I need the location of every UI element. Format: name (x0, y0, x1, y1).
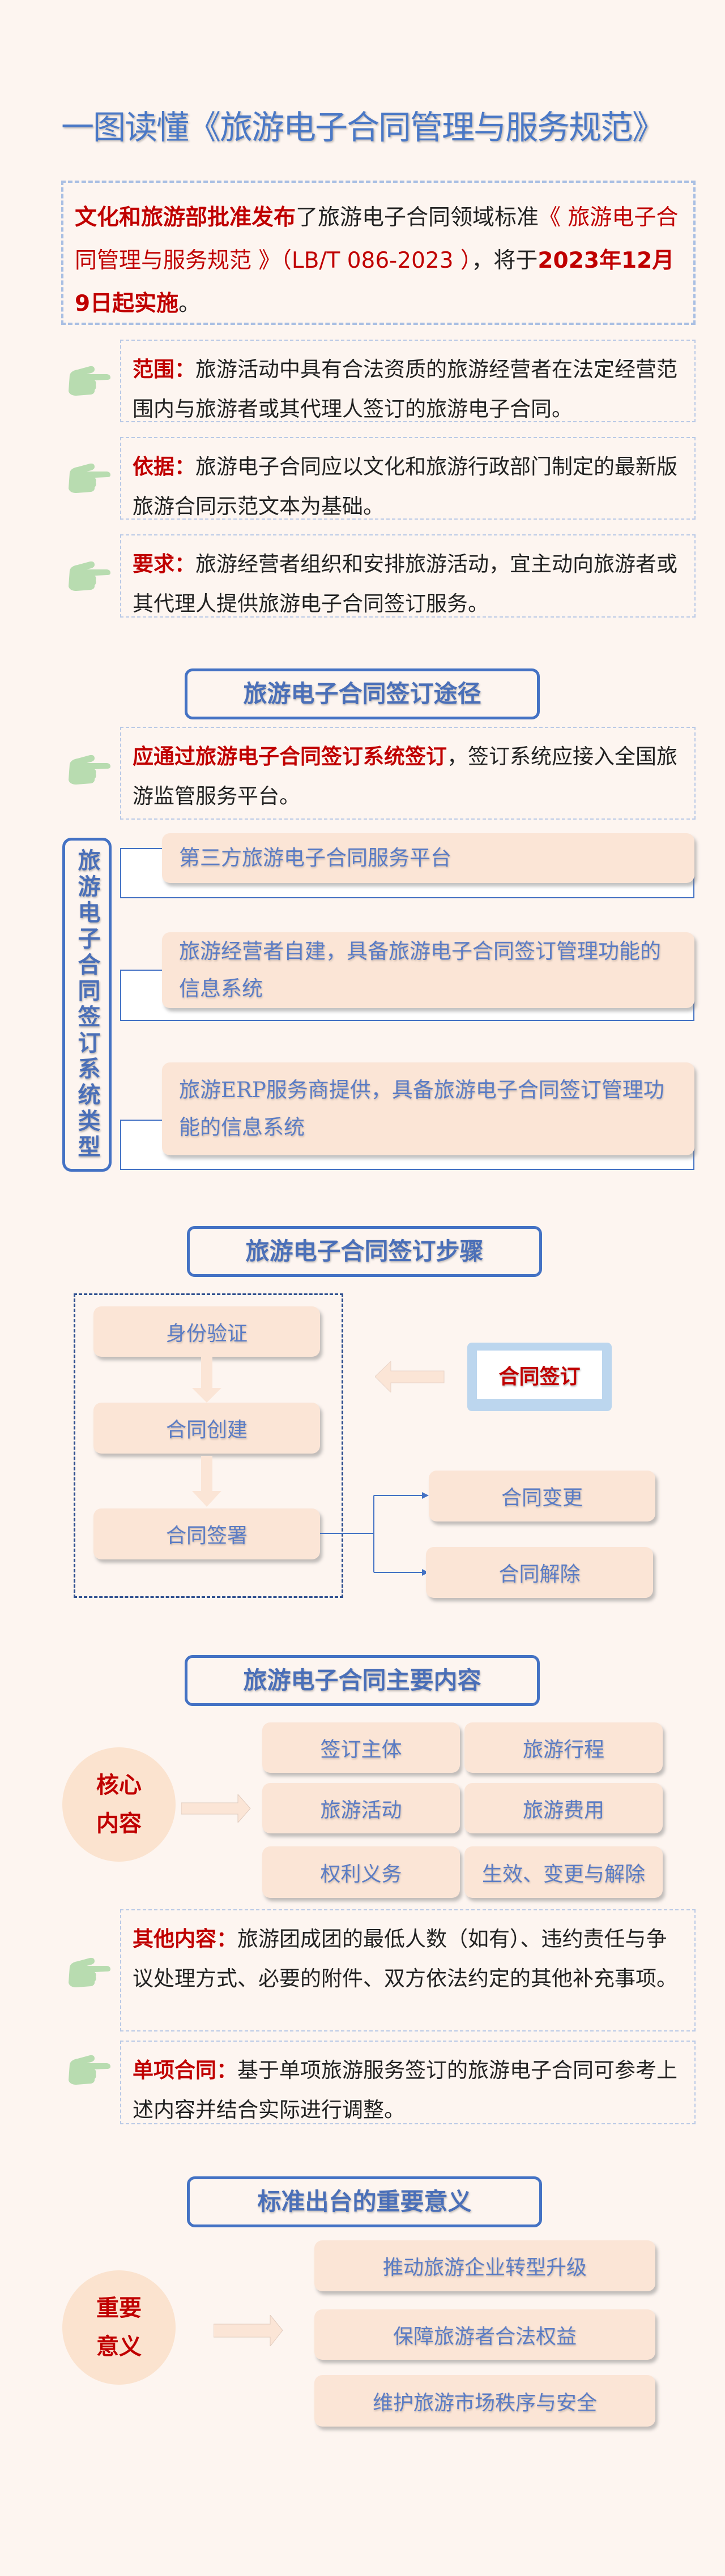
note-text: 基于单项旅游服务签订的旅游电子合同可参考上述内容并结合实际进行调整。 (133, 2058, 677, 2122)
device-label: 合同签订 (477, 1351, 602, 1399)
significance-item: 维护旅游市场秩序与安全 (314, 2375, 655, 2427)
step-sign: 合同签署 (93, 1508, 320, 1559)
core-item: 权利义务 (262, 1846, 460, 1898)
circle-label-line: 核心 (96, 1772, 142, 1798)
system-types-label: 旅游电子合同签订系统类型 (62, 838, 112, 1172)
note-text: 旅游电子合同应以文化和旅游行政部门制定的最新版旅游合同示范文本为基础。 (133, 455, 677, 518)
significance-circle: 重要 意义 (62, 2270, 176, 2385)
system-type-item: 旅游ERP服务商提供，具备旅游电子合同签订管理功能的信息系统 (162, 1062, 694, 1155)
note-channel: 应通过旅游电子合同签订系统签订，签订系统应接入全国旅游监管服务平台。 (120, 727, 696, 820)
intro-standard: 《 旅游电子合同管理与服务规范 》（LB/T 086-2023 ） (75, 205, 679, 273)
note-single-contract: 单项合同：基于单项旅游服务签订的旅游电子合同可参考上述内容并结合实际进行调整。 (120, 2041, 696, 2124)
significance-item: 推动旅游企业转型升级 (314, 2240, 655, 2291)
note-text: 旅游活动中具有合法资质的旅游经营者在法定经营范围内与旅游者或其代理人签订的旅游电… (133, 357, 677, 421)
note-label: 应通过旅游电子合同签订系统签订 (133, 744, 447, 769)
section-header-channels: 旅游电子合同签订途径 (185, 668, 540, 719)
arrow-right-icon (181, 1794, 251, 1823)
arrow-left-icon (375, 1361, 445, 1392)
core-item: 旅游费用 (464, 1783, 663, 1833)
note-scope: 范围：旅游活动中具有合法资质的旅游经营者在法定经营范围内与旅游者或其代理人签订的… (120, 340, 696, 422)
tablet-icon: 合同签订 (467, 1343, 612, 1411)
branch-change: 合同变更 (429, 1471, 655, 1521)
intro-mid: 了旅游电子合同领域标准 (296, 205, 539, 230)
pointing-hand-icon (65, 364, 110, 398)
intro-mid2: ，将于 (471, 248, 538, 273)
arrow-down-icon (192, 1456, 221, 1507)
page-title: 一图读懂《旅游电子合同管理与服务规范》 (61, 108, 665, 147)
note-label: 依据： (133, 455, 195, 479)
system-types-label-text: 旅游电子合同签订系统类型 (74, 848, 101, 1161)
arrow-right-icon (214, 2315, 283, 2346)
section-header-significance: 标准出台的重要意义 (187, 2176, 542, 2227)
note-other-content: 其他内容：旅游团成团的最低人数（如有）、违约责任与争议处理方式、必要的附件、双方… (120, 1909, 696, 2031)
step-create: 合同创建 (93, 1403, 320, 1454)
note-text: 旅游团成团的最低人数（如有）、违约责任与争议处理方式、必要的附件、双方依法约定的… (133, 1927, 677, 1991)
pointing-hand-icon (65, 559, 110, 593)
circle-label-line: 意义 (96, 2333, 142, 2360)
system-type-item: 第三方旅游电子合同服务平台 (162, 833, 694, 883)
circle-label-line: 重要 (96, 2295, 142, 2321)
steps-frame (74, 1293, 343, 1598)
branch-terminate: 合同解除 (426, 1547, 653, 1598)
intro-end: 。 (178, 291, 201, 316)
core-content-circle: 核心 内容 (62, 1747, 176, 1862)
section-header-content: 旅游电子合同主要内容 (185, 1655, 540, 1706)
core-item: 旅游活动 (262, 1783, 460, 1833)
circle-label-line: 内容 (96, 1810, 142, 1837)
intro-box: 文化和旅游部批准发布了旅游电子合同领域标准《 旅游电子合同管理与服务规范 》（L… (61, 181, 696, 325)
note-basis: 依据：旅游电子合同应以文化和旅游行政部门制定的最新版旅游合同示范文本为基础。 (120, 437, 696, 520)
note-requirement: 要求：旅游经营者组织和安排旅游活动，宜主动向旅游者或其代理人提供旅游电子合同签订… (120, 534, 696, 618)
core-item: 签订主体 (262, 1722, 460, 1773)
arrow-down-icon (192, 1357, 221, 1403)
core-item: 生效、变更与解除 (464, 1846, 663, 1898)
intro-lead: 文化和旅游部批准发布 (75, 205, 296, 230)
intro-date: 2023年12月9日起实施 (75, 248, 675, 316)
pointing-hand-icon (65, 461, 110, 495)
note-text: ，签订系统应接入全国旅游监管服务平台。 (133, 744, 677, 808)
note-label: 范围： (133, 357, 195, 382)
step-identity: 身份验证 (93, 1306, 320, 1357)
core-item: 旅游行程 (464, 1722, 663, 1773)
pointing-hand-icon (65, 2053, 110, 2087)
system-type-item: 旅游经营者自建，具备旅游电子合同签订管理功能的信息系统 (162, 932, 694, 1008)
significance-item: 保障旅游者合法权益 (314, 2309, 655, 2360)
note-label: 其他内容： (133, 1927, 237, 1951)
note-text: 旅游经营者组织和安排旅游活动，宜主动向旅游者或其代理人提供旅游电子合同签订服务。 (133, 552, 677, 616)
pointing-hand-icon (65, 1956, 110, 1990)
section-header-steps: 旅游电子合同签订步骤 (187, 1226, 542, 1277)
note-label: 要求： (133, 552, 195, 576)
note-label: 单项合同： (133, 2058, 237, 2082)
branch-connector (320, 1492, 429, 1576)
pointing-hand-icon (65, 753, 110, 787)
